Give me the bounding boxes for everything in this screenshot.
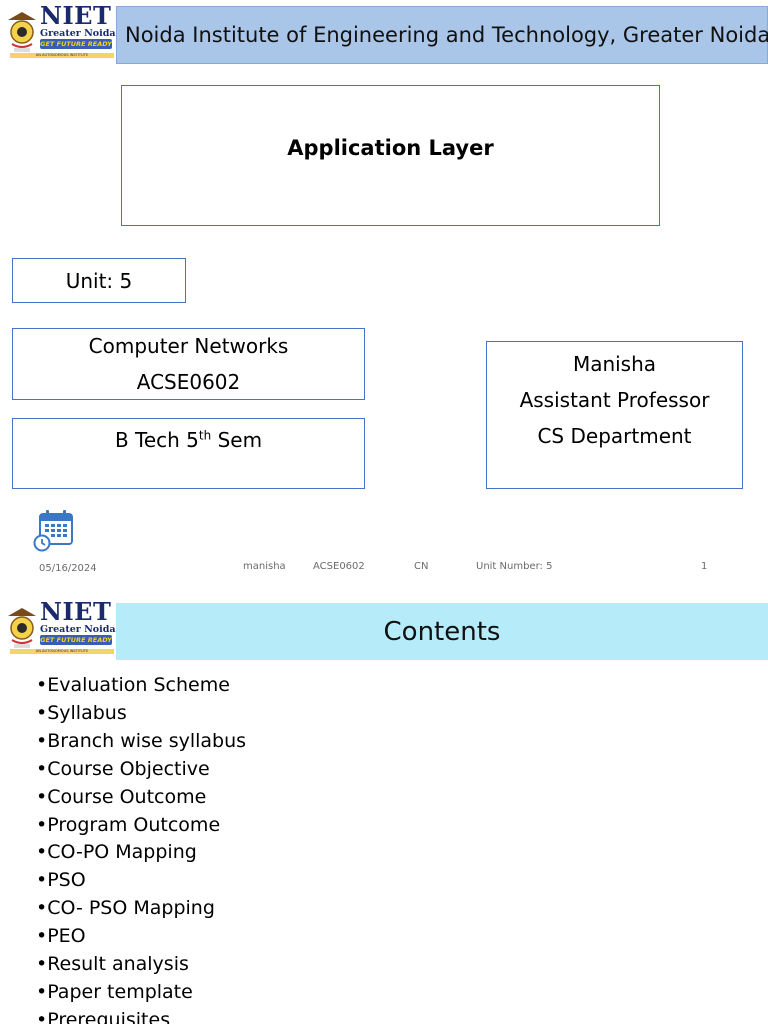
- footer-page-number: 1: [701, 561, 708, 572]
- footer-author: manisha: [243, 561, 286, 572]
- logo-wordmark: NIET: [40, 1, 112, 30]
- footer-unit-number: Unit Number: 5: [476, 561, 553, 572]
- logo-strip: AN AUTONOMOUS INSTITUTE: [10, 649, 114, 654]
- logo-tagline: GET FUTURE READY: [40, 39, 112, 49]
- course-box: Computer Networks ACSE0602: [12, 328, 365, 400]
- logo-subtitle: Greater Noida: [40, 28, 116, 39]
- list-item: •Branch wise syllabus: [36, 729, 247, 752]
- course-name: Computer Networks: [88, 334, 289, 358]
- list-item: •CO-PO Mapping: [36, 841, 197, 864]
- niet-logo: NIET Greater Noida GET FUTURE READY AN A…: [6, 1, 116, 58]
- unit-label: Unit: 5: [65, 268, 133, 293]
- program-label: B Tech 5th Sem: [115, 425, 262, 455]
- logo-wordmark: NIET: [40, 597, 112, 626]
- unit-box: Unit: 5: [12, 258, 186, 303]
- list-item: •CO- PSO Mapping: [36, 897, 215, 920]
- topic-title: Application Layer: [287, 136, 494, 160]
- footer-date: 05/16/2024: [39, 563, 97, 574]
- list-item: •Result analysis: [36, 953, 189, 976]
- logo-strip: AN AUTONOMOUS INSTITUTE: [10, 53, 114, 58]
- niet-logo: NIET Greater Noida GET FUTURE READY AN A…: [6, 597, 116, 654]
- list-item: •PSO: [36, 869, 86, 892]
- list-item: •Program Outcome: [36, 813, 221, 836]
- list-item: •Course Outcome: [36, 785, 207, 808]
- list-item: •Prerequisites: [36, 1008, 171, 1024]
- niet-emblem-icon: [8, 12, 36, 52]
- program-box: B Tech 5th Sem: [12, 418, 365, 489]
- faculty-department: CS Department: [537, 424, 692, 448]
- list-item: •Course Objective: [36, 757, 210, 780]
- faculty-name: Manisha: [572, 352, 657, 376]
- program-ordinal: th: [198, 428, 212, 443]
- program-main: B Tech 5: [114, 428, 199, 452]
- list-item: •Paper template: [36, 980, 193, 1003]
- niet-emblem-icon: [8, 608, 36, 648]
- topic-title-box: Application Layer: [121, 85, 660, 226]
- contents-header: Contents: [116, 603, 768, 660]
- program-tail: Sem: [211, 428, 263, 452]
- contents-list: •Evaluation Scheme •Syllabus •Branch wis…: [36, 672, 246, 1024]
- footer-subject: CN: [414, 561, 429, 572]
- course-code: ACSE0602: [136, 370, 241, 394]
- calendar-clock-icon: [33, 510, 73, 552]
- list-item: •Evaluation Scheme: [36, 674, 230, 696]
- institute-title: Noida Institute of Engineering and Techn…: [125, 23, 768, 47]
- logo-tagline: GET FUTURE READY: [40, 635, 112, 645]
- logo-subtitle: Greater Noida: [40, 624, 116, 635]
- faculty-designation: Assistant Professor: [519, 388, 710, 412]
- institute-header: Noida Institute of Engineering and Techn…: [116, 6, 768, 64]
- footer-code: ACSE0602: [313, 561, 365, 572]
- faculty-box: Manisha Assistant Professor CS Departmen…: [486, 341, 743, 489]
- list-item: •PEO: [36, 925, 86, 948]
- list-item: •Syllabus: [36, 701, 127, 724]
- contents-title: Contents: [383, 616, 501, 647]
